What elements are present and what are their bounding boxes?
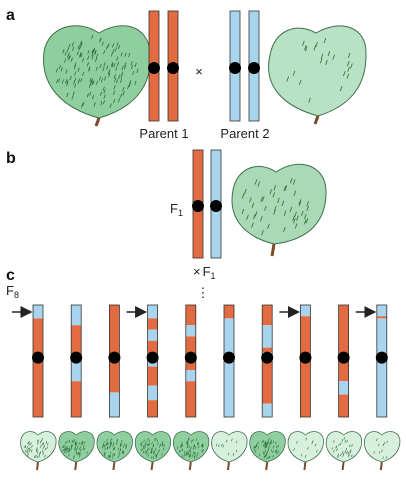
centromere [70, 351, 83, 364]
f8-line-2 [58, 304, 95, 471]
leaf-icon [20, 431, 57, 471]
leaf-icon [249, 431, 286, 471]
chromosome-outline [147, 304, 159, 418]
chromosome-segment-orange [71, 325, 82, 359]
chromosome-segment-blue [185, 370, 196, 382]
centromere [223, 351, 235, 364]
centromere [299, 351, 312, 364]
f8-lines [12, 304, 401, 471]
chromosome-segment-orange [147, 340, 158, 356]
parent2-chromosome-pair [229, 10, 260, 122]
chromosome-outline [223, 304, 235, 418]
chromosome-segment-blue [147, 385, 158, 401]
leaf-icon [134, 431, 172, 471]
chromosome-outline [299, 304, 311, 418]
f1-chromosome-pair [192, 149, 222, 259]
f8-line-4 [126, 304, 172, 471]
chromosome-segment-blue [33, 305, 43, 319]
chromosome-segment-orange [338, 305, 349, 382]
chromosome-segment-blue [71, 305, 82, 326]
chromosome-outline [70, 304, 82, 418]
f8-label: F8 [6, 283, 19, 300]
centromere [146, 351, 159, 364]
chromosome-segment-orange [33, 318, 43, 417]
centromere [337, 351, 350, 364]
panel-a-label: a [6, 7, 15, 24]
cross-symbol-a: × [195, 64, 203, 79]
chromosome-segment-blue [147, 305, 158, 319]
parent1-chromosome-pair [148, 10, 179, 122]
leaf-icon [363, 431, 401, 471]
chromosome-segment-orange [109, 305, 120, 393]
chromosome-segment-blue [376, 318, 387, 417]
chromosome-outline [109, 304, 120, 418]
leaf-icon [325, 431, 363, 471]
generations-ellipsis: ⋮ [197, 285, 210, 300]
f8-line-5 [172, 304, 210, 471]
chromosome-segment-blue [338, 381, 349, 395]
chromosome-segment-orange [185, 381, 196, 417]
panel-b-label: b [6, 150, 16, 167]
chromosome-segment-orange [338, 394, 349, 417]
centromere [261, 351, 274, 364]
leaf-icon [58, 431, 95, 471]
chromosome-segment-blue [262, 325, 273, 348]
chromosome-segment-blue [71, 358, 82, 382]
leaf-icon [211, 431, 248, 471]
chromosome-segment-orange [71, 381, 82, 417]
chromosome-outline [32, 304, 44, 418]
chromosome-segment-blue [109, 392, 120, 417]
chromosome-segment-orange [224, 305, 234, 319]
chromosome-segment-orange [147, 366, 158, 386]
chromosome-segment-blue [224, 318, 234, 417]
chromosome-outline [376, 304, 388, 418]
f8-line-6 [211, 304, 248, 471]
leaf-icon [96, 431, 133, 471]
chromosome-segment-orange [147, 318, 158, 330]
chromosome-segment-blue [376, 305, 387, 317]
parent1-label: Parent 1 [139, 126, 188, 141]
chromosome-outline [261, 304, 273, 418]
chromosome-segment-orange [262, 347, 273, 353]
parent2-label: Parent 2 [220, 126, 269, 141]
centromere [32, 351, 44, 364]
chromosome-segment-blue [262, 403, 273, 417]
backcross-f1-label: ×F1 [193, 264, 216, 281]
chromosome-segment-orange [262, 361, 273, 404]
chromosome-segment-orange [262, 305, 273, 326]
chromosome-segment-orange [376, 316, 387, 319]
f8-line-10 [355, 304, 401, 471]
centromere [184, 351, 197, 364]
chromosome-outline [185, 304, 197, 418]
chromosome-segment-blue [300, 305, 311, 317]
f8-line-9 [325, 304, 363, 471]
f1-leaf-icon [231, 163, 327, 257]
chromosome-segment-orange [185, 305, 196, 326]
f1-label: F1 [170, 201, 183, 218]
leaf-icon [287, 431, 324, 471]
chromosome-segment-orange [147, 400, 158, 417]
panel-c-label: c [6, 267, 15, 284]
chromosome-segment-orange [300, 316, 311, 417]
f8-line-3 [96, 304, 133, 471]
chromosome-segment-blue [147, 329, 158, 341]
parent2-leaf-icon [268, 25, 367, 125]
parent1-leaf-icon [43, 25, 151, 127]
centromere [108, 351, 121, 364]
leaf-icon [172, 431, 210, 471]
chromosome-segment-blue [185, 325, 196, 337]
chromosome-outline [338, 304, 350, 418]
f8-line-7 [249, 304, 286, 471]
centromere [375, 351, 388, 364]
f8-line-8 [279, 304, 324, 471]
f8-line-1 [12, 304, 57, 471]
